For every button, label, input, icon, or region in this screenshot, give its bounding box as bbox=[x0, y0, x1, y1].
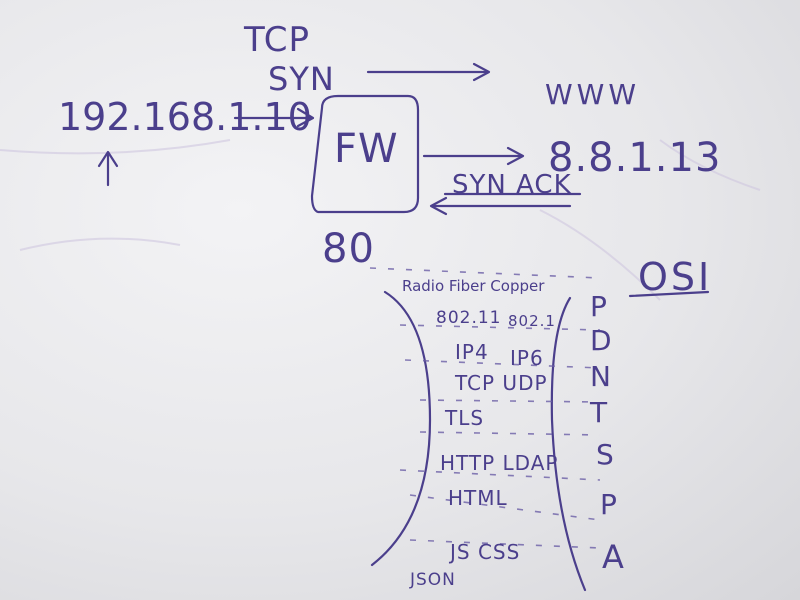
firewall-label: FW bbox=[334, 126, 399, 172]
stack-layer-application: HTTP LDAP bbox=[440, 451, 559, 475]
layer-separator bbox=[369, 267, 601, 279]
osi-letter: A bbox=[602, 538, 625, 576]
tcp-label: TCP bbox=[244, 20, 311, 60]
layer-separator bbox=[409, 539, 601, 549]
source-ip: 192.168.1.10 bbox=[58, 95, 312, 139]
stack-layer-wifi: 802.11 bbox=[436, 308, 502, 328]
arrow-head bbox=[296, 107, 315, 128]
layer-separator bbox=[399, 324, 601, 331]
dest-ip: 8.8.1.13 bbox=[548, 135, 722, 181]
arrow-head bbox=[472, 62, 491, 82]
osi-letter: N bbox=[590, 360, 612, 393]
osi-letter: P bbox=[590, 290, 608, 323]
stack-layer-json: JSON bbox=[410, 570, 456, 590]
arrow-head bbox=[97, 150, 119, 168]
arrow-head bbox=[506, 146, 525, 166]
stack-layer-transport: TCP UDP bbox=[455, 371, 548, 395]
osi-letter: P bbox=[600, 488, 618, 521]
layer-separator bbox=[419, 399, 601, 403]
stack-layer-ipv4: IP4 bbox=[455, 340, 489, 364]
stack-layer-html: HTML bbox=[448, 486, 508, 510]
osi-letter: S bbox=[596, 438, 615, 471]
osi-underline bbox=[628, 290, 710, 298]
port-label: 80 bbox=[322, 226, 375, 272]
ghost-stroke bbox=[0, 139, 231, 155]
syn-ack-label: SYN ACK bbox=[452, 170, 572, 200]
stack-left-curve bbox=[370, 290, 432, 567]
stack-layer-tls: TLS bbox=[445, 406, 485, 430]
www-label: WWW bbox=[545, 78, 641, 111]
stack-layer-physical: Radio Fiber Copper bbox=[402, 277, 545, 295]
layer-separator bbox=[404, 359, 601, 369]
layer-separator bbox=[409, 494, 601, 521]
ghost-stroke bbox=[659, 139, 761, 191]
syn-label: SYN bbox=[268, 60, 335, 98]
ghost-stroke bbox=[19, 237, 181, 251]
firewall-box bbox=[310, 94, 420, 214]
arrow-head bbox=[429, 196, 448, 216]
osi-letter: T bbox=[590, 396, 609, 429]
osi-label: OSI bbox=[638, 255, 713, 299]
stack-right-curve bbox=[550, 296, 587, 592]
ghost-stroke bbox=[539, 209, 661, 301]
osi-letter: D bbox=[590, 324, 613, 357]
layer-separator bbox=[399, 469, 601, 481]
stack-layer-ipv6: IP6 bbox=[510, 346, 544, 370]
stack-layer-ethernet: 802.1 bbox=[508, 312, 556, 330]
stack-layer-js-css: JS CSS bbox=[450, 540, 521, 564]
layer-separator bbox=[419, 431, 601, 436]
